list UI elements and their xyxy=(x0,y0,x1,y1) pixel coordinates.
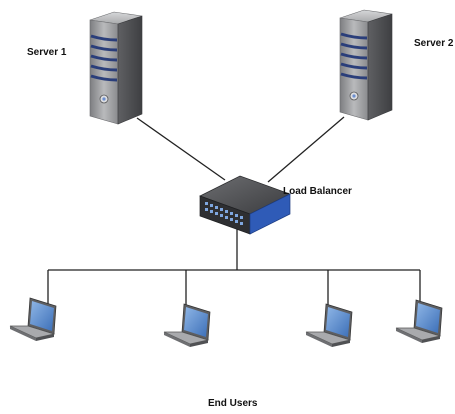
connections xyxy=(47,116,421,307)
server-tower-icon xyxy=(339,9,393,121)
end-users-label: End Users xyxy=(208,398,258,409)
server1-label: Server 1 xyxy=(27,47,67,58)
edge-server1-lb xyxy=(136,117,226,181)
server2-label: Server 2 xyxy=(414,38,454,49)
laptop-icon xyxy=(305,303,353,347)
laptop-icon xyxy=(395,299,443,343)
server-tower-icon xyxy=(89,11,143,125)
edge-server2-lb xyxy=(267,116,345,183)
load-balancer-label: Load Balancer xyxy=(283,186,352,197)
laptop-icon xyxy=(163,303,211,347)
laptop-icon xyxy=(9,297,57,341)
network-switch-icon xyxy=(199,175,291,235)
